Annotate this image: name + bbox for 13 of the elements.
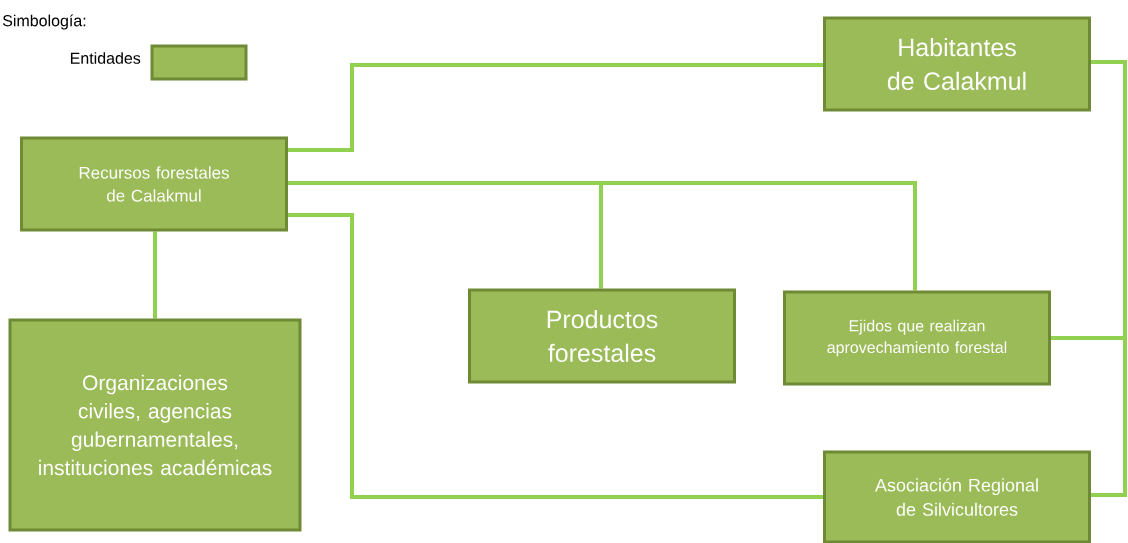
legend-title: Simbología: bbox=[2, 14, 86, 30]
connector-line bbox=[288, 181, 917, 291]
connector-line bbox=[1051, 336, 1127, 497]
entity-box: Habitantes de Calakmul bbox=[823, 16, 1091, 112]
entity-box: Recursos forestales de Calakmul bbox=[20, 136, 288, 232]
connector-line bbox=[153, 231, 157, 319]
entity-box: Organizaciones civiles, agencias gubernamentales, instituciones académicas bbox=[8, 318, 302, 532]
entity-box: Productos forestales bbox=[468, 288, 736, 384]
entity-box: Ejidos que realizan aprovechamiento forestal bbox=[783, 290, 1051, 386]
connector-line bbox=[288, 63, 823, 152]
connector-line bbox=[288, 213, 823, 499]
entity-box: Asociación Regional de Silvicultores bbox=[823, 450, 1091, 543]
legend-label: Entidades bbox=[70, 52, 141, 64]
